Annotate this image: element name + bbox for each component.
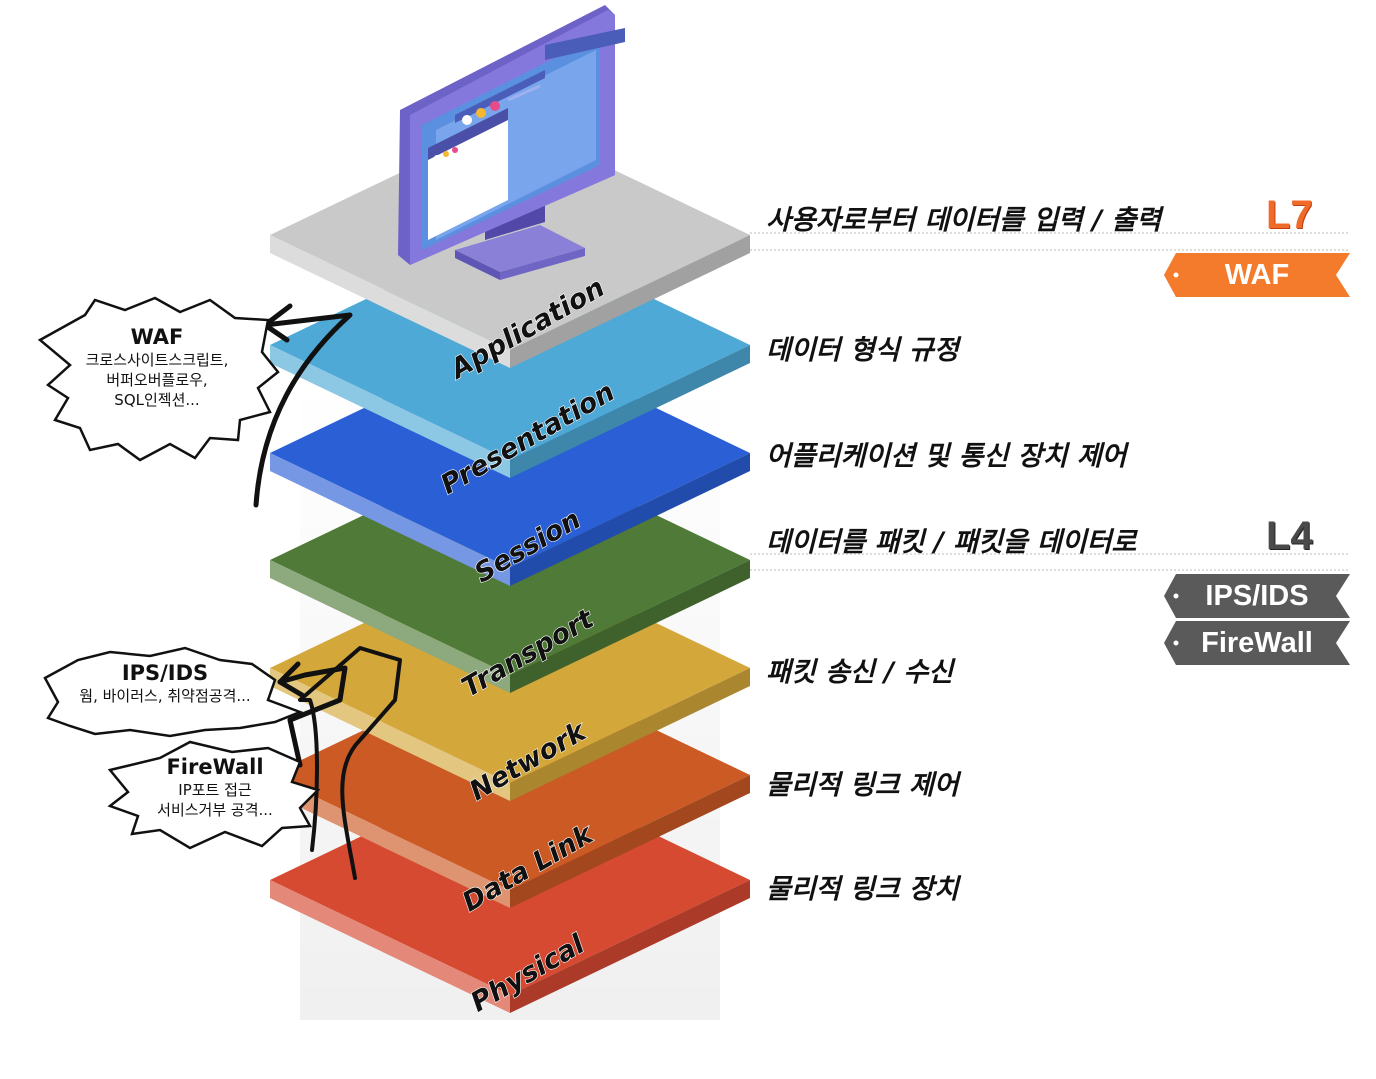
firewall-bubble (107, 740, 321, 850)
layer-desc-network: 패킷 송신 / 수신 (766, 657, 954, 688)
layer-right-face-network (510, 668, 750, 801)
waf-bubble (37, 296, 280, 462)
ips-bubble-title: IPS/IDS (121, 661, 209, 685)
layer-left-face-transport (270, 560, 510, 693)
ips-arrow (277, 665, 348, 768)
ips-arrow-head (277, 661, 305, 698)
firewall-bubble-title: FireWall (166, 755, 264, 779)
ips-bubble-line-1: 웜, 바이러스, 취약점공격... (79, 687, 251, 705)
firewall-bubble-text: FireWall IP포트 접근 서비스거부 공격... (130, 754, 300, 820)
layer-left-face-application (270, 235, 510, 368)
layer-right-face-physical (510, 880, 750, 1013)
layer-left-face-session (270, 453, 510, 586)
layer-desc-presentation: 데이터 형식 규정 (766, 335, 959, 366)
waf-arrow (253, 312, 353, 508)
waf-tag: WAF (1164, 253, 1350, 297)
layer-right-face-application (510, 235, 750, 368)
firewall-tag: FireWall (1164, 621, 1350, 665)
layer-desc-physical: 물리적 링크 장치 (766, 874, 959, 905)
layer-desc-session: 어플리케이션 및 통신 장치 제어 (766, 441, 1127, 472)
ips-bubble-text: IPS/IDS 웜, 바이러스, 취약점공격... (50, 660, 280, 706)
waf-bubble-line-1: 크로스사이트스크립트, (85, 351, 229, 369)
level-l4-label: L4 (1266, 514, 1313, 558)
ips-ids-tag: IPS/IDS (1164, 574, 1350, 618)
level-l7-label: L7 (1266, 193, 1313, 237)
waf-bubble-line-2: 버퍼오버플로우, (106, 371, 208, 389)
waf-bubble-text: WAF 크로스사이트스크립트, 버퍼오버플로우, SQL인젝션... (62, 324, 252, 410)
firewall-bubble-line-2: 서비스거부 공격... (157, 801, 273, 819)
layer-left-face-physical (270, 880, 510, 1013)
ips-ids-tag-label: IPS/IDS (1205, 579, 1309, 612)
waf-arrow-head (262, 303, 293, 343)
layer-desc-datalink: 물리적 링크 제어 (766, 770, 959, 801)
layer-right-face-datalink (510, 775, 750, 908)
monitor-icon (398, 5, 625, 280)
waf-tag-shape (1164, 253, 1350, 297)
layer-right-face-transport (510, 560, 750, 693)
firewall-tag-shape (1164, 621, 1350, 665)
layer-left-face-presentation (270, 345, 510, 478)
waf-bubble-title: WAF (130, 325, 184, 349)
layer-left-face-network (270, 668, 510, 801)
firewall-tag-label: FireWall (1201, 626, 1313, 659)
layer-left-face-datalink (270, 775, 510, 908)
layer-desc-application: 사용자로부터 데이터를 입력 / 출력 (766, 205, 1162, 236)
layer-desc-transport: 데이터를 패킷 / 패킷을 데이터로 (766, 527, 1137, 558)
ips-ids-tag-shape (1164, 574, 1350, 618)
firewall-bubble-line-1: IP포트 접근 (178, 781, 252, 799)
waf-bubble-line-3: SQL인젝션... (114, 391, 200, 409)
layer-right-face-session (510, 453, 750, 586)
waf-tag-label: WAF (1224, 258, 1290, 291)
layer-right-face-presentation (510, 345, 750, 478)
ips-bubble (43, 646, 304, 738)
